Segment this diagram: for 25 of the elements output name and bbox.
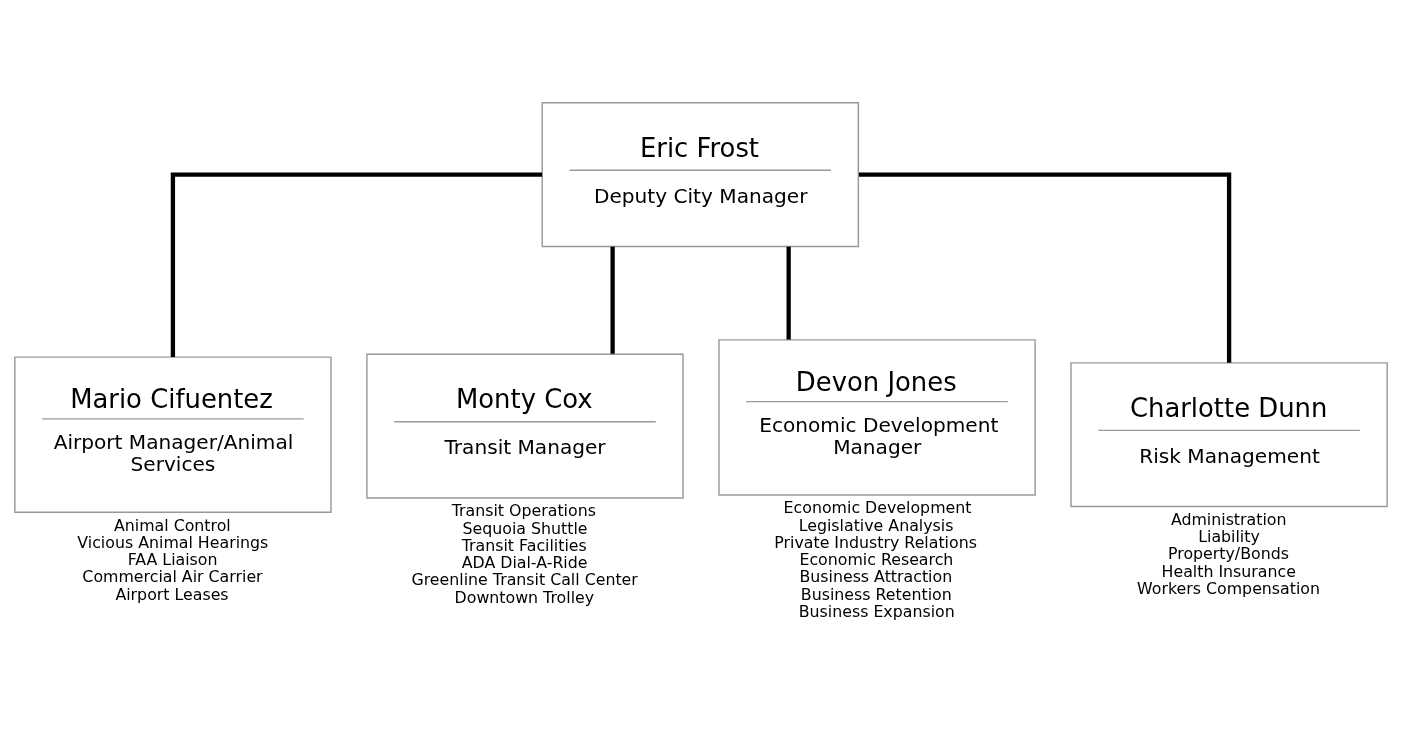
- node-label: Commercial Air Carrier: [82, 567, 263, 587]
- node-label: Business Expansion: [798, 601, 955, 621]
- node-label: Greenline Transit Call Center: [411, 570, 638, 590]
- node-label: Downtown Trolley: [454, 587, 595, 607]
- node-label: Business Attraction: [799, 567, 953, 587]
- connector: [858, 172, 1232, 363]
- node-label: Legislative Analysis: [798, 515, 954, 535]
- connector: [170, 172, 543, 357]
- node-label: Economic Research: [799, 550, 954, 570]
- connector: [786, 246, 791, 340]
- node-label: Transit Operations: [451, 501, 596, 521]
- node-label: Sequoia Shuttle: [462, 518, 588, 538]
- node-label: Airport Leases: [115, 584, 229, 604]
- node-label: FAA Liaison: [127, 550, 218, 570]
- node-label: Administration: [1170, 509, 1287, 529]
- node-label: ADA Dial-A-Ride: [461, 553, 588, 573]
- node-label: Business Retention: [800, 584, 952, 604]
- connector: [610, 246, 615, 354]
- node-label: Health Insurance: [1161, 561, 1296, 581]
- node-label: Animal Control: [113, 515, 231, 535]
- node-label: Liability: [1198, 527, 1260, 547]
- node-label: Economic Development: [783, 498, 972, 518]
- node-label: Property/Bonds: [1168, 544, 1289, 564]
- node-label: Vicious Animal Hearings: [77, 532, 269, 552]
- node-label: Workers Compensation: [1137, 578, 1321, 598]
